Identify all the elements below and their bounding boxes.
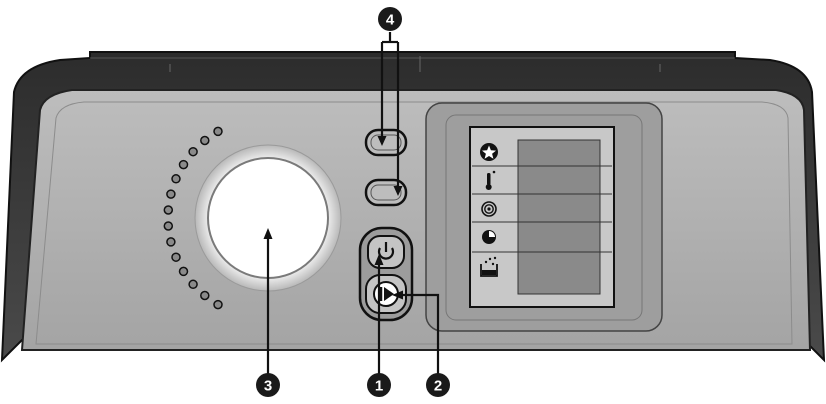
dial-indicator-light xyxy=(166,237,176,247)
star-icon xyxy=(480,143,498,161)
timer-icon xyxy=(482,230,496,244)
panel-face xyxy=(20,89,812,351)
dial-indicator-light xyxy=(178,159,189,170)
dial-indicator-light xyxy=(178,266,189,277)
start-pause-icon xyxy=(379,287,394,301)
option-button-top[interactable] xyxy=(364,128,408,157)
dial-indicator-lights xyxy=(163,126,223,310)
power-icon xyxy=(377,242,395,260)
power-button[interactable] xyxy=(367,235,405,269)
dial-indicator-light xyxy=(171,174,181,184)
dial-indicator-light xyxy=(213,126,223,137)
leader-arrowheads xyxy=(263,136,403,300)
dial-indicator-light xyxy=(166,189,176,199)
dial-indicator-light xyxy=(200,135,210,146)
svg-text:2: 2 xyxy=(434,378,442,395)
option-button-bottom[interactable] xyxy=(364,178,408,207)
spin-icon xyxy=(481,201,497,217)
dial-indicator-light xyxy=(163,205,174,215)
temperature-icon xyxy=(485,170,496,190)
svg-text:1: 1 xyxy=(375,378,383,395)
svg-text:4: 4 xyxy=(386,12,395,29)
callout-2: 2 xyxy=(426,373,450,397)
callout-1: 1 xyxy=(367,373,391,397)
dial-indicator-light xyxy=(213,299,223,310)
leader-lines xyxy=(266,32,440,376)
dial-indicator-light xyxy=(188,146,198,157)
dial-indicator-light xyxy=(171,252,181,262)
callout-3: 3 xyxy=(256,373,280,397)
dial-indicator-light xyxy=(200,290,210,301)
svg-text:3: 3 xyxy=(264,378,272,395)
callout-4: 4 xyxy=(378,7,402,31)
dial-indicator-light xyxy=(163,221,174,231)
dial-indicator-light xyxy=(188,279,198,290)
program-knob[interactable] xyxy=(194,144,342,292)
dryness-icon xyxy=(480,256,498,277)
